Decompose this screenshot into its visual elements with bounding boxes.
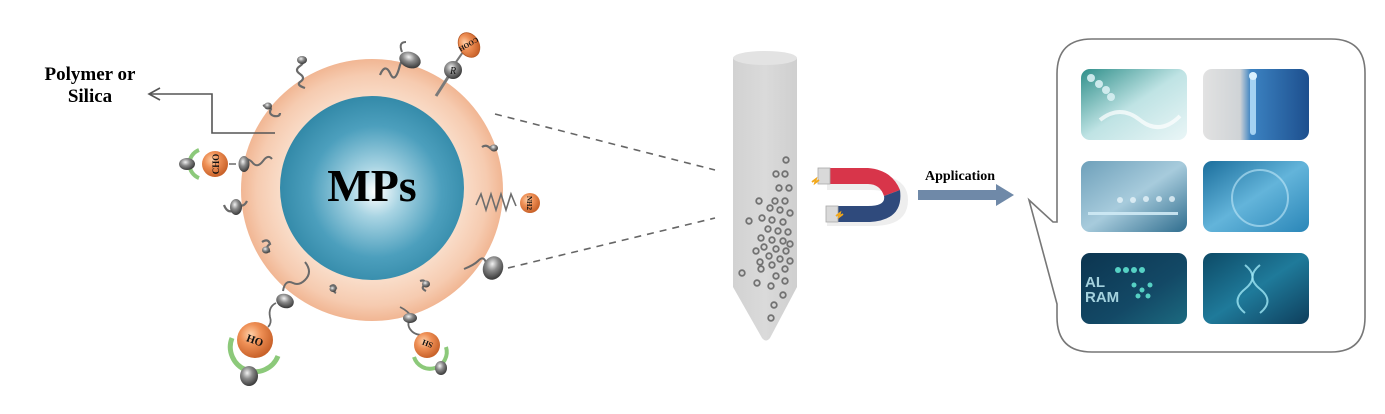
- test-tube: [733, 51, 797, 341]
- application-tile-lab-analysis: [1081, 161, 1187, 232]
- r-linker-ball: [444, 61, 462, 79]
- magnet-icon: [811, 167, 908, 226]
- mp-core: [280, 96, 464, 280]
- application-tile-genome-tech: [1203, 253, 1309, 324]
- application-arrow: [918, 184, 1014, 206]
- application-tile-sample-handling: [1203, 161, 1309, 232]
- application-label: Application: [924, 169, 995, 184]
- application-tile-digital-program: AL RAM: [1081, 253, 1187, 324]
- sh-label: SH: [420, 337, 434, 349]
- zoom-line-bottom: [507, 217, 716, 269]
- svg-text:R: R: [449, 66, 456, 77]
- group-cho: CHO: [179, 148, 273, 180]
- application-tile-dna-helix: [1081, 69, 1187, 140]
- cho-label: CHO: [211, 154, 221, 175]
- shell-leader-line: [150, 93, 275, 134]
- ligand-lower-right: [463, 256, 504, 280]
- tile-caption: AL RAM: [1085, 274, 1120, 306]
- group-cooh: R COOH: [434, 32, 481, 97]
- magnetic-particle: [241, 59, 503, 321]
- core-label: MPs: [327, 160, 417, 211]
- ligand-top: [378, 41, 421, 79]
- application-bubble: [1027, 38, 1366, 353]
- shell-leader-arrowhead: [147, 87, 161, 101]
- nh2-label: NH2: [525, 196, 533, 211]
- surface-ligand-heads: [262, 56, 498, 292]
- group-sh: SH: [399, 306, 449, 375]
- group-oh: HO: [227, 261, 310, 386]
- group-nh2: NH2: [475, 191, 540, 213]
- application-tile-medical-body: [1203, 69, 1309, 140]
- oh-label: HO: [245, 332, 266, 349]
- ligand-left: [222, 199, 248, 215]
- tile-details: [1087, 72, 1289, 314]
- zoom-line-top: [494, 113, 716, 171]
- particle-cluster: [738, 156, 794, 322]
- shell-label: Polymer or Silica: [44, 64, 136, 107]
